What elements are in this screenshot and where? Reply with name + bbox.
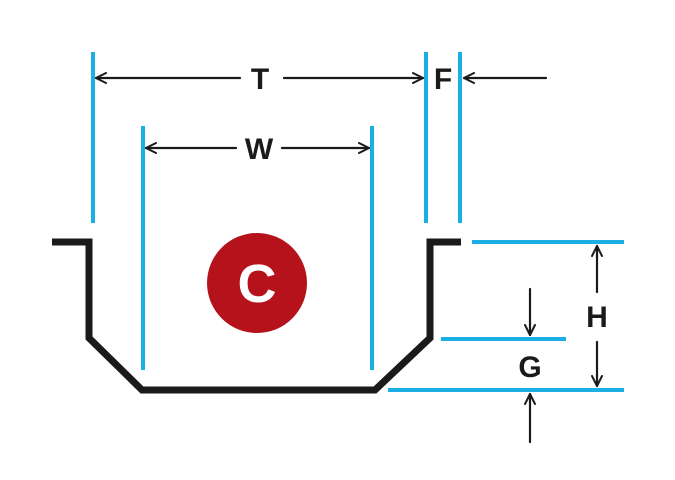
label-h: H [586,301,608,334]
extension-lines [91,52,624,392]
c-badge-letter: C [238,254,277,314]
label-f: F [434,63,452,96]
dimension-h: H [586,244,608,388]
label-w: W [245,133,274,166]
c-badge-circle [207,233,307,333]
c-badge: C [207,233,307,333]
label-g: G [518,351,541,384]
dimension-w: W [144,133,371,166]
dimension-g: G [518,287,542,444]
dimension-t: T [94,63,425,96]
dimension-f: F [434,63,548,96]
channel-profile [52,238,461,394]
label-t: T [251,63,269,96]
